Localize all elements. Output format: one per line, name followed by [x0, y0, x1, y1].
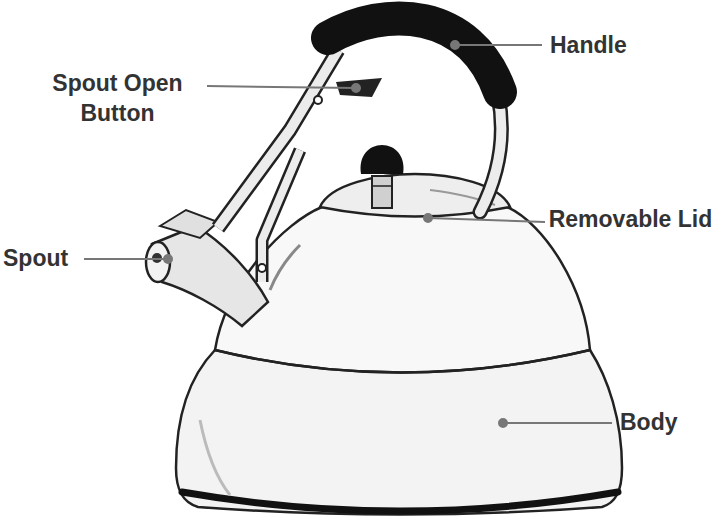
handle-arm-right-fill [480, 95, 501, 212]
kettle-spout [152, 226, 268, 326]
pivot-hole [314, 96, 322, 104]
knob-stem [372, 176, 392, 208]
leader-line [428, 218, 545, 222]
knob-stem-ring [372, 185, 392, 187]
part-label: Handle [550, 31, 627, 61]
kettle-base-rim [182, 492, 618, 511]
leader-dot [424, 214, 432, 222]
spout-flap [160, 210, 218, 238]
leader-line [84, 258, 168, 260]
body-shine [200, 420, 230, 495]
leader-lines [84, 41, 612, 427]
leader-dot [164, 255, 172, 263]
leader-dot [451, 41, 459, 49]
part-label: Spout Open Button [30, 69, 205, 129]
handle-arm-right [480, 95, 501, 212]
lid-knob [361, 145, 404, 174]
lever-link-fill [262, 150, 300, 282]
part-label: Body [620, 408, 678, 438]
leader-line [503, 422, 612, 424]
part-label: Removable Lid [548, 205, 713, 235]
leader-dot [352, 84, 360, 92]
body-seam [215, 350, 590, 373]
leader-dot [499, 419, 507, 427]
lever-link [262, 150, 300, 282]
pivot-hole [258, 264, 266, 272]
leader-line [207, 86, 356, 88]
leader-line [455, 44, 542, 46]
kettle-body [176, 350, 622, 515]
part-label: Spout [3, 244, 68, 274]
dome-shine [270, 245, 300, 290]
